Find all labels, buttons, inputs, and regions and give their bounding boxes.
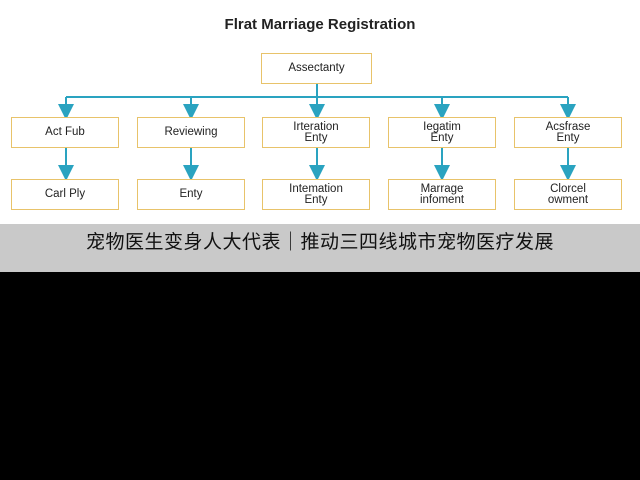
connector-lines — [58, 84, 576, 181]
branch-4-top-node: Iegatim Enty — [388, 117, 496, 148]
branch-2-top-node: Reviewing — [137, 117, 245, 148]
diagram-title: Flrat Marriage Registration — [224, 16, 416, 33]
branch-3-bottom-node: Intemation Enty — [262, 179, 370, 210]
caption-text: 宠物医生变身人大代表｜推动三四线城市宠物医疗发展 — [85, 231, 554, 253]
black-background — [0, 272, 640, 480]
branch-3-top-node: Irteration Enty — [262, 117, 370, 148]
branch-5-bottom-node: Clorcel owment — [514, 179, 622, 210]
branch-4-bottom-node: Marrage infoment — [388, 179, 496, 210]
branch-1-bottom-node: Carl Ply — [11, 179, 119, 210]
branch-5-top-node: Acsfrase Enty — [514, 117, 622, 148]
caption-band — [0, 224, 640, 272]
diagram-canvas: Flrat Marriage Registration Assectanty A… — [0, 0, 640, 224]
branch-2-bottom-node: Enty — [137, 179, 245, 210]
branch-1-top-node: Act Fub — [11, 117, 119, 148]
root-node: Assectanty — [261, 53, 372, 84]
